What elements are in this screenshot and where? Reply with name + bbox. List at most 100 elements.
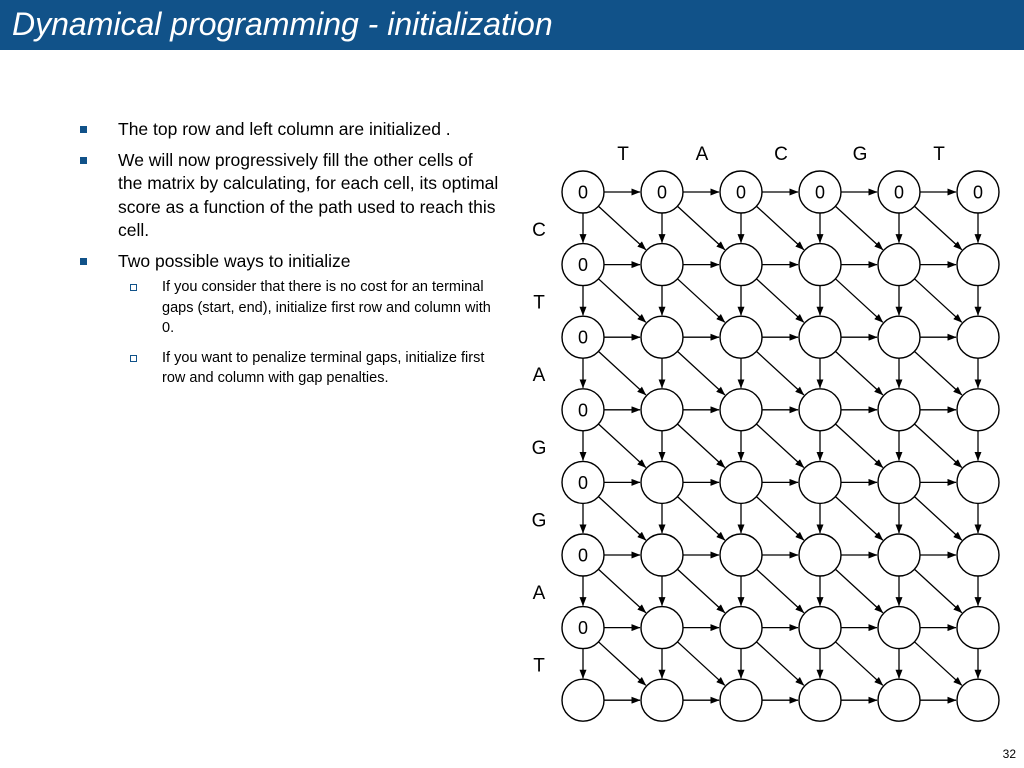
- matrix-cell: [561, 388, 605, 432]
- bullet-text: The top row and left column are initiali…: [118, 119, 451, 139]
- transition-arrow: [835, 205, 884, 251]
- matrix-cell: [798, 605, 842, 650]
- left-sequence-letter: A: [533, 583, 546, 604]
- matrix-cell: [561, 533, 605, 577]
- matrix-cell: [640, 242, 684, 287]
- transition-arrow: [677, 278, 726, 323]
- transition-arrow: [756, 278, 805, 323]
- matrix-cell: [561, 605, 605, 650]
- matrix-cell: [798, 460, 842, 505]
- matrix-cell: [956, 242, 1000, 287]
- bullet-text: We will now progressively fill the other…: [118, 149, 499, 241]
- transition-arrow: [835, 496, 884, 541]
- top-sequence-letter: T: [933, 144, 945, 165]
- transition-arrow: [756, 641, 805, 686]
- bullet-text: Two possible ways to initialize: [118, 250, 351, 271]
- square-bullet-icon: [80, 257, 87, 265]
- cell-score: 0: [894, 183, 904, 203]
- sub-bullet-text: If you want to penalize terminal gaps, i…: [162, 349, 485, 387]
- sub-bullet-item: If you consider that there is no cost fo…: [118, 277, 500, 339]
- sub-bullet-text: If you consider that there is no cost fo…: [162, 279, 491, 336]
- slide-title: Dynamical programming - initialization: [12, 6, 553, 42]
- matrix-cell: [877, 242, 921, 287]
- sub-bullet-list: If you consider that there is no cost fo…: [118, 277, 500, 389]
- transition-arrow: [598, 205, 647, 251]
- transition-arrow: [677, 568, 726, 614]
- matrix-cell: [561, 170, 605, 214]
- transition-arrow: [914, 641, 963, 686]
- transition-arrow: [914, 278, 963, 323]
- bullet-list: The top row and left column are initiali…: [80, 118, 500, 398]
- transition-arrow: [677, 423, 726, 468]
- matrix-cell: [798, 533, 842, 577]
- transition-arrow: [677, 205, 726, 251]
- matrix-cell: [798, 678, 842, 722]
- title-bar: Dynamical programming - initialization: [0, 0, 1024, 50]
- matrix-cell: [956, 388, 1000, 432]
- transition-arrow: [598, 568, 647, 614]
- transition-arrow: [598, 423, 647, 468]
- cell-score: 0: [578, 618, 588, 638]
- matrix-cell: [640, 533, 684, 577]
- matrix-cell: [956, 460, 1000, 505]
- matrix-cell: [719, 170, 763, 214]
- top-sequence-letter: C: [774, 144, 788, 165]
- square-bullet-icon: [80, 156, 87, 164]
- transition-arrow: [598, 350, 647, 396]
- matrix-cell: [719, 605, 763, 650]
- matrix-cell: [956, 170, 1000, 214]
- matrix-cell: [561, 460, 605, 505]
- top-sequence-letter: G: [853, 144, 868, 165]
- cell-score: 0: [578, 400, 588, 420]
- transition-arrow: [914, 350, 963, 396]
- top-sequence-letter: T: [617, 144, 629, 165]
- transition-arrow: [835, 278, 884, 323]
- matrix-cell: [956, 533, 1000, 577]
- matrix-cell: [877, 315, 921, 359]
- left-sequence-letter: G: [532, 438, 547, 459]
- matrix-cell: [640, 315, 684, 359]
- matrix-cell: [640, 678, 684, 722]
- transition-arrow: [756, 350, 805, 396]
- bullet-item: We will now progressively fill the other…: [80, 149, 500, 243]
- hollow-square-bullet-icon: [130, 354, 137, 362]
- cell-score: 0: [578, 546, 588, 566]
- transition-arrow: [756, 423, 805, 468]
- transition-arrow: [914, 205, 963, 251]
- matrix-cell: [719, 533, 763, 577]
- left-sequence-letter: G: [532, 510, 547, 531]
- matrix-cell: [640, 388, 684, 432]
- matrix-cell: [956, 315, 1000, 359]
- cell-score: 0: [973, 183, 983, 203]
- cell-score: 0: [578, 255, 588, 275]
- transition-arrow: [835, 423, 884, 468]
- matrix-cell: [798, 315, 842, 359]
- transition-arrow: [598, 278, 647, 323]
- cell-score: 0: [657, 183, 667, 203]
- matrix-cell: [877, 170, 921, 214]
- cell-score: 0: [578, 473, 588, 493]
- cell-score: 0: [736, 183, 746, 203]
- transition-arrow: [835, 641, 884, 686]
- bullet-item: Two possible ways to initialize If you c…: [80, 250, 500, 389]
- left-sequence-letter: A: [533, 365, 546, 386]
- left-sequence-letter: T: [533, 656, 545, 677]
- transition-arrow: [835, 350, 884, 396]
- matrix-cell: [561, 678, 605, 722]
- transition-arrow: [835, 568, 884, 614]
- matrix-cell: [877, 678, 921, 722]
- transition-arrow: [756, 496, 805, 541]
- transition-arrow: [677, 641, 726, 686]
- matrix-cell: [561, 242, 605, 287]
- matrix-cell: [640, 605, 684, 650]
- matrix-cell: [798, 242, 842, 287]
- transition-arrow: [914, 423, 963, 468]
- matrix-cell: [956, 678, 1000, 722]
- matrix-cell: [877, 388, 921, 432]
- matrix-cell: [719, 678, 763, 722]
- top-sequence-letter: A: [696, 144, 709, 165]
- matrix-cell: [719, 460, 763, 505]
- transition-arrow: [677, 496, 726, 541]
- matrix-cell: [719, 242, 763, 287]
